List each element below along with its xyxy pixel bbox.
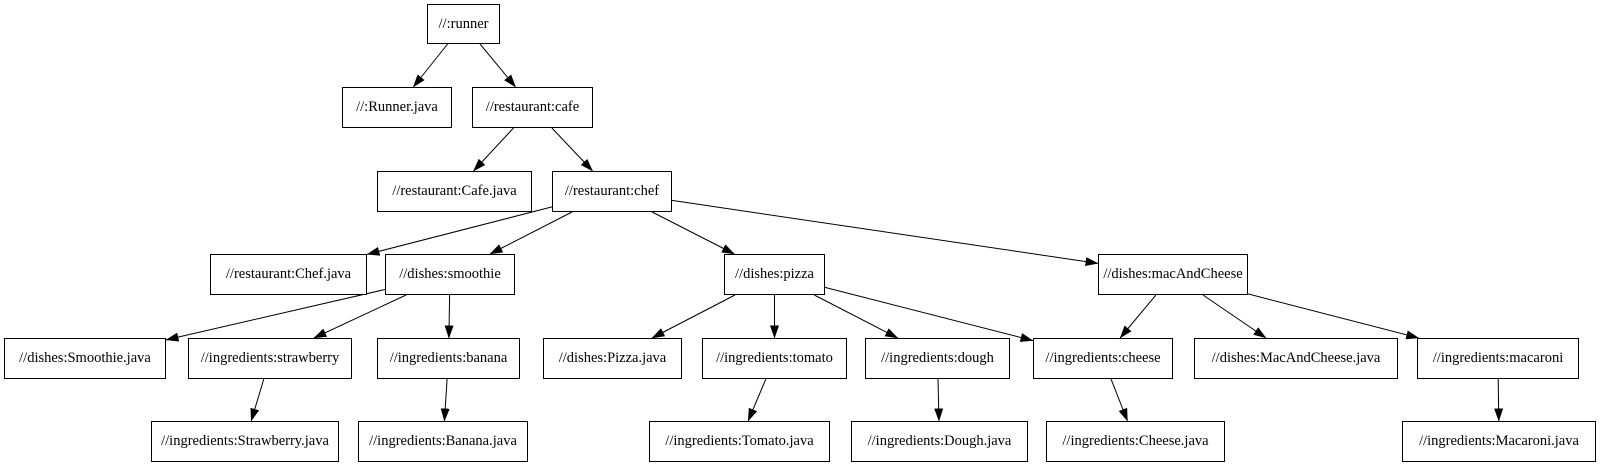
graph-node-dough: //ingredients:dough	[865, 338, 1010, 379]
graph-node-mac-and-cheese-java: //dishes:MacAndCheese.java	[1194, 338, 1398, 379]
graph-node-pizza: //dishes:pizza	[724, 254, 825, 295]
edge-cafe-to-cafe-java	[473, 127, 514, 172]
edge-cafe-to-chef	[551, 127, 593, 172]
graph-node-strawberry: //ingredients:strawberry	[188, 338, 352, 379]
graph-node-cafe-java: //restaurant:Cafe.java	[377, 171, 532, 212]
edge-dough-to-dough-java	[934, 378, 944, 422]
edge-chef-to-smoothie	[489, 211, 573, 255]
edge-smoothie-to-strawberry	[313, 294, 407, 339]
edge-tomato-to-tomato-java	[747, 378, 767, 422]
graph-node-pizza-java: //dishes:Pizza.java	[543, 338, 682, 379]
graph-node-smoothie-java: //dishes:Smoothie.java	[4, 338, 166, 379]
edge-pizza-to-pizza-java	[651, 294, 736, 339]
graph-node-mac-and-cheese: //dishes:macAndCheese	[1098, 254, 1248, 295]
graph-node-runner: //:runner	[427, 4, 500, 44]
edge-mac-and-cheese-to-macaroni	[1247, 293, 1420, 340]
graph-node-smoothie: //dishes:smoothie	[385, 254, 515, 295]
edge-smoothie-to-smoothie-java	[165, 289, 386, 342]
edge-mac-and-cheese-to-mac-and-cheese-java	[1202, 294, 1267, 339]
edge-banana-to-banana-java	[440, 378, 450, 422]
edge-macaroni-to-macaroni-java	[1494, 378, 1504, 422]
graph-node-chef-java: //restaurant:Chef.java	[210, 254, 367, 295]
graph-node-cafe: //restaurant:cafe	[472, 87, 593, 128]
graph-node-macaroni-java: //ingredients:Macaroni.java	[1402, 421, 1596, 462]
graph-node-banana-java: //ingredients:Banana.java	[358, 421, 528, 462]
edge-cheese-to-cheese-java	[1110, 378, 1128, 422]
edge-chef-to-chef-java	[366, 206, 553, 256]
graph-node-banana: //ingredients:banana	[377, 338, 520, 379]
graph-node-strawberry-java: //ingredients:Strawberry.java	[151, 421, 339, 462]
edge-mac-and-cheese-to-cheese	[1119, 294, 1157, 339]
graph-node-runner-java: //:Runner.java	[342, 87, 452, 128]
edge-runner-to-runner-java	[412, 43, 448, 88]
edge-chef-to-pizza	[651, 211, 735, 255]
graph-node-cheese-java: //ingredients:Cheese.java	[1046, 421, 1225, 462]
graph-node-tomato: //ingredients:tomato	[702, 338, 847, 379]
graph-node-chef: //restaurant:chef	[552, 171, 672, 212]
edge-smoothie-to-banana	[444, 294, 454, 339]
graph-node-macaroni: //ingredients:macaroni	[1417, 338, 1579, 379]
graph-node-cheese: //ingredients:cheese	[1033, 338, 1173, 379]
edge-chef-to-mac-and-cheese	[671, 199, 1099, 267]
edge-strawberry-to-strawberry-java	[250, 378, 265, 422]
edge-pizza-to-dough	[814, 294, 899, 339]
graph-node-tomato-java: //ingredients:Tomato.java	[649, 421, 830, 462]
graph-node-dough-java: //ingredients:Dough.java	[851, 421, 1028, 462]
edge-runner-to-cafe	[479, 43, 516, 88]
edge-pizza-to-cheese	[824, 286, 1034, 342]
